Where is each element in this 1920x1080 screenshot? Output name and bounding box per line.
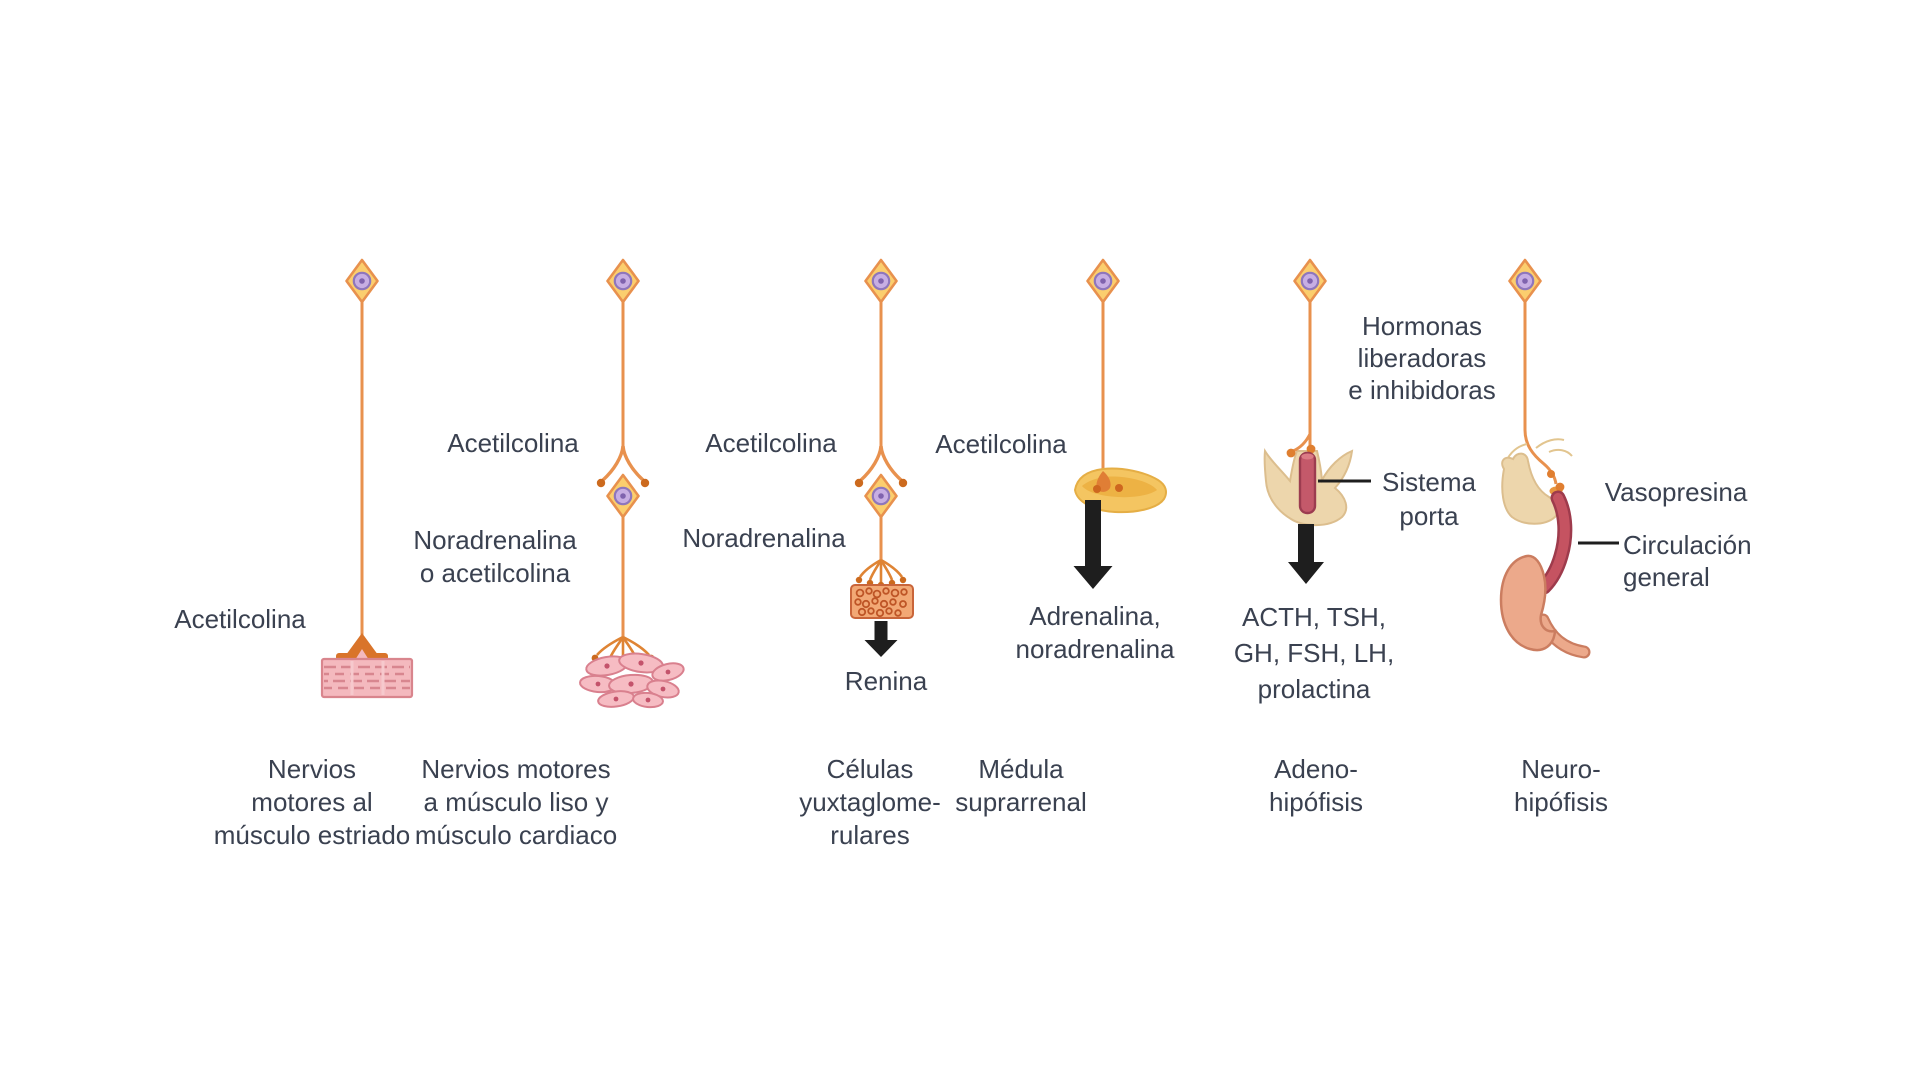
label-hormonas-liberadoras: Hormonas liberadoras e inhibidoras (1348, 311, 1496, 405)
motor-endplate-icon (336, 633, 388, 661)
caption-neurohipofisis: Neuro- hipófisis (1514, 754, 1608, 817)
caption-nervios-motores-estriado: Nervios motores al músculo estriado (213, 754, 411, 850)
general-circulation-vessel-icon (1536, 490, 1573, 595)
juxtaglomerular-cells-icon (850, 584, 914, 619)
striated-muscle-icon (320, 657, 414, 699)
neurohypophysis-gland-icon (1501, 452, 1560, 525)
label-acetilcolina-adrenal: Acetilcolina (935, 429, 1067, 459)
label-vasopresina: Vasopresina (1604, 477, 1748, 507)
label-acetilcolina-smooth: Acetilcolina (447, 428, 579, 458)
label-acetilcolina-striated: Acetilcolina (174, 604, 306, 634)
neuron-column-striated (320, 258, 414, 699)
axon-terminal-icon (1286, 433, 1316, 458)
label-acth-tsh-gh: ACTH, TSH, GH, FSH, LH, prolactina (1233, 602, 1395, 704)
smooth-muscle-cells-icon (579, 652, 685, 709)
portal-vessel-icon (1298, 451, 1317, 515)
neuron-column-adrenal (1073, 258, 1167, 589)
neuron-column-juxtaglomerular (850, 258, 914, 657)
ganglion-soma-icon (864, 473, 898, 519)
neuron-column-neurohypophysis (1499, 258, 1619, 659)
neuron-soma-icon (1086, 258, 1120, 304)
label-noradrenalina-jg: Noradrenalina (682, 523, 846, 553)
down-arrow-icon (1073, 500, 1113, 589)
neuron-soma-icon (864, 258, 898, 304)
neuron-column-smooth-cardiac (579, 258, 685, 709)
caption-adenohipofisis: Adeno- hipófisis (1269, 754, 1363, 817)
ganglion-synapse-icon (596, 445, 650, 488)
kidney-icon (1499, 554, 1591, 659)
neuron-soma-icon (606, 258, 640, 304)
caption-medula-suprarrenal: Médula suprarrenal (955, 754, 1087, 817)
caption-celulas-yuxtaglomerulares: Células yuxtaglome- rulares (799, 754, 941, 850)
ganglion-soma-icon (606, 473, 640, 519)
down-arrow-icon (1288, 524, 1324, 584)
neuron-soma-icon (1293, 258, 1327, 304)
label-adrenalina-noradrenalina: Adrenalina, noradrenalina (1015, 601, 1175, 664)
label-noradrenalina-acetilcolina: Noradrenalina o acetilcolina (413, 525, 577, 588)
label-acetilcolina-jg: Acetilcolina (705, 428, 837, 458)
ganglion-synapse-icon (854, 445, 908, 488)
neuron-column-adenohypophysis (1263, 258, 1371, 584)
neuron-soma-icon (345, 258, 379, 304)
down-arrow-icon (864, 621, 898, 657)
nerve-terminal-fan-icon (855, 558, 907, 589)
label-circulacion-general: Circulación general (1623, 530, 1752, 592)
caption-nervios-motores-liso: Nervios motores a músculo liso y músculo… (414, 754, 618, 850)
neuron-soma-icon (1508, 258, 1542, 304)
label-renina: Renina (844, 666, 928, 696)
label-sistema-porta: Sistema porta (1382, 467, 1476, 531)
